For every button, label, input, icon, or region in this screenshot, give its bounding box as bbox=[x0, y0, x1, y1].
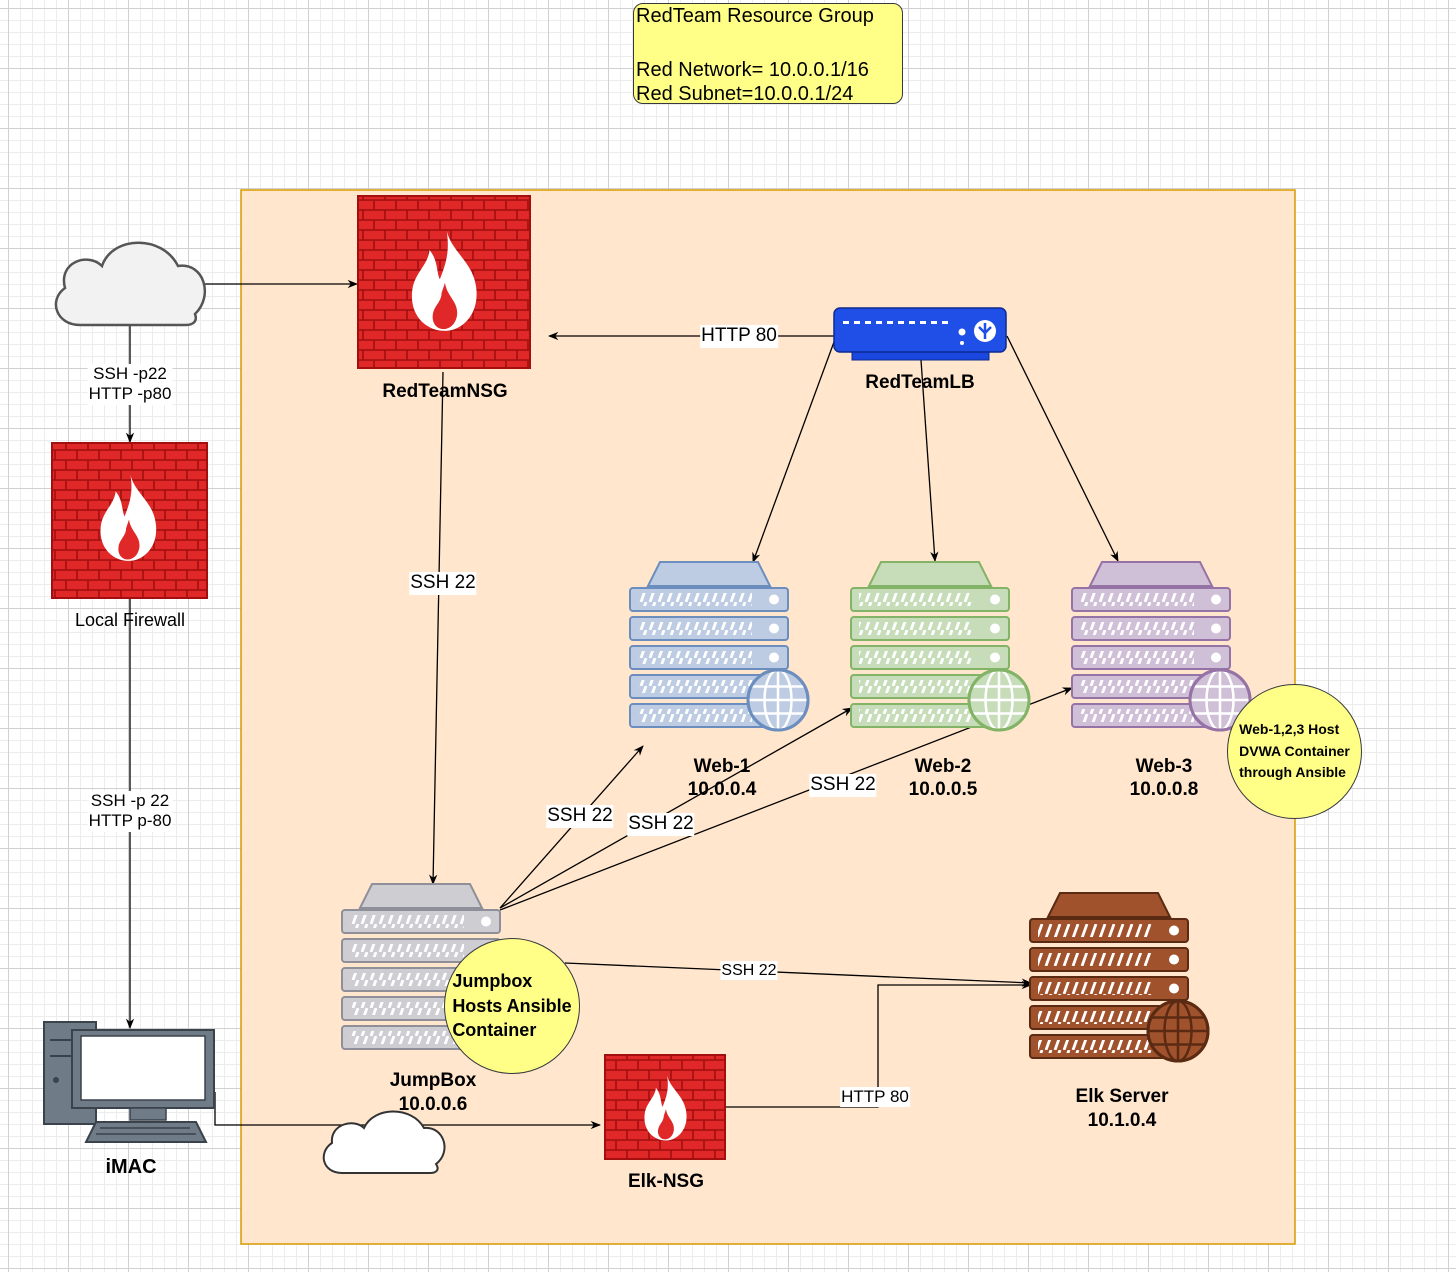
edge-label-jump-web1: SSH 22 bbox=[546, 805, 614, 828]
cloud-icon bbox=[54, 241, 206, 327]
edge-label-line: HTTP p-80 bbox=[88, 811, 172, 831]
elk-nsg-label: Elk-NSG bbox=[627, 1171, 705, 1192]
redteam-nsg-label: RedTeamNSG bbox=[382, 381, 508, 402]
web1-ip-label: 10.0.0.4 bbox=[687, 779, 757, 800]
jumpbox-note-line: Hosts Ansible bbox=[452, 995, 572, 1016]
web3-name-label: Web-3 bbox=[1135, 756, 1193, 777]
web2-ip-label: 10.0.0.5 bbox=[908, 779, 978, 800]
elk-server-icon bbox=[1029, 892, 1210, 1063]
jumpbox-ip-label: 10.0.0.6 bbox=[398, 1094, 468, 1115]
resource-group-note: RedTeam Resource Group Red Network= 10.0… bbox=[633, 3, 903, 105]
firewall-icon bbox=[51, 442, 208, 599]
web-3-server-icon bbox=[1071, 561, 1252, 732]
globe-icon bbox=[746, 668, 810, 732]
imac-label: iMAC bbox=[105, 1156, 157, 1178]
edge-label-line: SSH -p22 bbox=[93, 364, 167, 383]
edge-label-lb-nsg: HTTP 80 bbox=[700, 325, 778, 348]
web-note-line: through Ansible bbox=[1239, 764, 1346, 781]
note-title: RedTeam Resource Group bbox=[636, 5, 874, 27]
edge-label-cloud-firewall: SSH -p22 HTTP -p80 bbox=[87, 364, 173, 405]
elk-server-ip-label: 10.1.0.4 bbox=[1087, 1110, 1157, 1131]
edge-lb-to-web2 bbox=[920, 359, 939, 563]
jumpbox-ansible-note: Jumpbox Hosts Ansible Container bbox=[444, 938, 580, 1074]
cloud-icon bbox=[322, 1110, 446, 1174]
edge-elknsg-to-elk bbox=[726, 980, 1033, 1108]
web-2-server-icon bbox=[850, 561, 1031, 732]
edge-label-jump-web2: SSH 22 bbox=[627, 813, 695, 836]
web-note-line: Web-1,2,3 Host bbox=[1239, 720, 1340, 737]
web3-ip-label: 10.0.0.8 bbox=[1129, 779, 1199, 800]
load-balancer-icon bbox=[833, 307, 1007, 361]
edge-jump-to-elk bbox=[564, 962, 1033, 987]
edge-lb-to-web1 bbox=[752, 341, 835, 563]
redteam-lb-label: RedTeamLB bbox=[865, 372, 975, 393]
edge-label-line: SSH -p 22 bbox=[90, 791, 170, 810]
edge-nsg-to-jumpbox bbox=[429, 371, 444, 886]
firewall-icon bbox=[357, 195, 531, 369]
edge-label-elknsg-elk: HTTP 80 bbox=[840, 1087, 910, 1108]
web-dvwa-note: Web-1,2,3 Host DVWA Container through An… bbox=[1227, 684, 1362, 819]
computer-icon bbox=[43, 1021, 215, 1143]
globe-icon bbox=[1146, 999, 1210, 1063]
edge-label-line: HTTP -p80 bbox=[88, 384, 172, 404]
edge-label-jump-elk: SSH 22 bbox=[720, 961, 778, 981]
edge-label-nsg-jumpbox: SSH 22 bbox=[409, 572, 477, 595]
local-firewall-label: Local Firewall bbox=[74, 610, 186, 630]
note-network: Red Network= 10.0.0.1/16 bbox=[636, 59, 869, 81]
web1-name-label: Web-1 bbox=[693, 756, 751, 777]
edge-label-jump-web3: SSH 22 bbox=[809, 774, 877, 797]
globe-icon bbox=[967, 668, 1031, 732]
firewall-icon bbox=[604, 1054, 726, 1160]
elk-server-name-label: Elk Server bbox=[1075, 1086, 1169, 1107]
jumpbox-note-line: Container bbox=[452, 1020, 537, 1041]
web-note-line: DVWA Container bbox=[1239, 742, 1350, 759]
edge-jump-to-web2 bbox=[499, 707, 853, 909]
web2-name-label: Web-2 bbox=[914, 756, 972, 777]
jumpbox-name-label: JumpBox bbox=[389, 1070, 477, 1091]
jumpbox-note-line: Jumpbox bbox=[452, 970, 533, 991]
edge-label-firewall-imac: SSH -p 22 HTTP p-80 bbox=[87, 791, 173, 832]
edge-lb-to-web3 bbox=[1006, 335, 1119, 562]
web-1-server-icon bbox=[629, 561, 810, 732]
note-subnet: Red Subnet=10.0.0.1/24 bbox=[636, 83, 854, 105]
